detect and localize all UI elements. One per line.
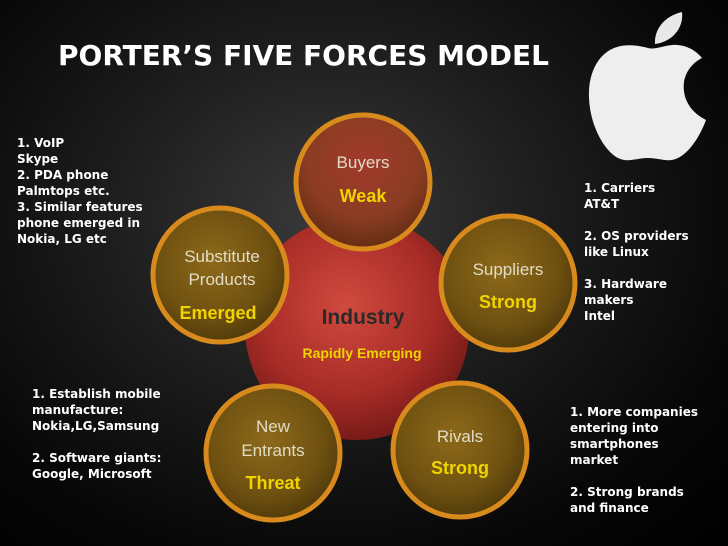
note-line: 1. Establish mobile	[32, 387, 161, 401]
rivals-circle	[390, 380, 530, 520]
force-suppliers: Suppliers Strong	[438, 213, 578, 353]
note-new-entrants: 1. Establish mobile manufacture: Nokia,LG,…	[32, 386, 161, 482]
note-line: 3. Hardware	[584, 277, 667, 291]
note-line: smartphones	[570, 437, 659, 451]
rivals-name: Rivals	[437, 427, 483, 446]
industry-status: Rapidly Emerging	[302, 345, 421, 361]
note-line: AT&T	[584, 197, 620, 211]
note-line: entering into	[570, 421, 659, 435]
apple-logo-icon	[588, 12, 706, 161]
rivals-status: Strong	[431, 458, 489, 478]
note-line	[570, 468, 698, 484]
force-rivals: Rivals Strong	[390, 380, 530, 520]
note-line: 1. Carriers	[584, 181, 656, 195]
industry-name: Industry	[322, 306, 405, 329]
note-line: 1. More companies	[570, 405, 698, 419]
force-new-entrants: New Entrants Threat	[203, 383, 343, 523]
note-line: 3. Similar features	[17, 200, 143, 214]
suppliers-circle	[438, 213, 578, 353]
note-line: makers	[584, 293, 634, 307]
industry-circle	[245, 216, 469, 440]
note-rivals: 1. More companies entering into smartphone…	[570, 404, 698, 516]
note-line: 2. Software giants:	[32, 451, 162, 465]
apple-logo-leaf	[654, 12, 683, 44]
note-line: 2. Strong brands	[570, 485, 684, 499]
note-line: Nokia, LG etc	[17, 232, 107, 246]
new-entrants-name-line2: Entrants	[241, 441, 304, 460]
suppliers-name: Suppliers	[473, 260, 544, 279]
note-line	[584, 212, 689, 228]
substitutes-circle	[150, 205, 290, 345]
apple-logo-body	[588, 44, 706, 161]
buyers-name: Buyers	[337, 153, 390, 172]
new-entrants-name-line1: New	[256, 417, 291, 436]
suppliers-status: Strong	[479, 292, 537, 312]
note-line: Skype	[17, 152, 59, 166]
note-line: Palmtops etc.	[17, 184, 110, 198]
force-substitutes: Substitute Products Emerged	[150, 205, 290, 345]
buyers-status: Weak	[340, 186, 388, 206]
buyers-circle	[293, 112, 433, 252]
substitutes-status: Emerged	[179, 303, 256, 323]
substitutes-name-line1: Substitute	[184, 247, 260, 266]
force-buyers: Buyers Weak	[293, 112, 433, 252]
new-entrants-status: Threat	[245, 473, 300, 493]
note-line: 2. OS providers	[584, 229, 689, 243]
substitutes-name-line2: Products	[188, 270, 255, 289]
new-entrants-circle	[203, 383, 343, 523]
note-line: 2. PDA phone	[17, 168, 109, 182]
note-line: manufacture:	[32, 403, 124, 417]
note-line: Google, Microsoft	[32, 467, 152, 481]
note-line	[32, 434, 161, 450]
note-line: and finance	[570, 501, 649, 515]
note-line: Nokia,LG,Samsung	[32, 419, 160, 433]
page-title: PORTER’S FIVE FORCES MODEL	[58, 39, 550, 72]
note-line: phone emerged in	[17, 216, 141, 230]
note-line: 1. VoIP	[17, 136, 65, 150]
note-line	[584, 260, 689, 276]
note-line: Intel	[584, 309, 615, 323]
note-line: like Linux	[584, 245, 649, 259]
note-line: market	[570, 453, 619, 467]
